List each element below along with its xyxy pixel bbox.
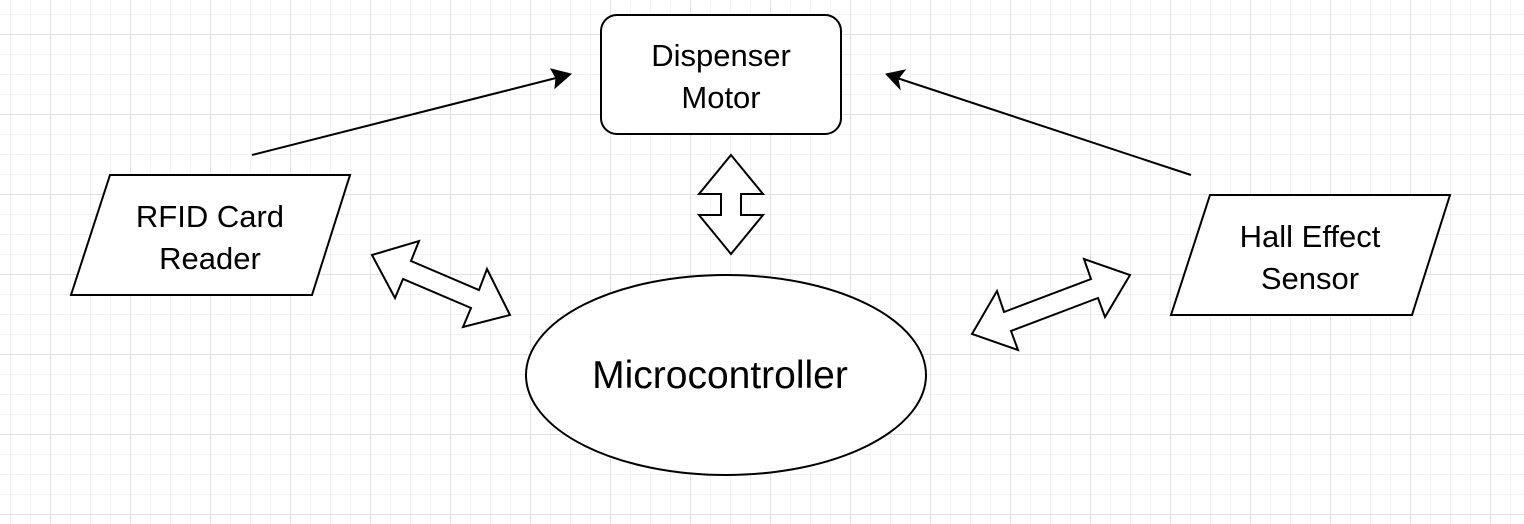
node-rfid-reader[interactable]: RFID Card Reader bbox=[69, 174, 352, 296]
node-hall-sensor[interactable]: Hall Effect Sensor bbox=[1169, 194, 1452, 316]
ellipse[interactable] bbox=[525, 274, 927, 476]
node-microcontroller[interactable]: Microcontroller bbox=[525, 274, 927, 476]
node-dispenser-motor[interactable]: Dispenser Motor bbox=[600, 14, 842, 135]
node-label-line: Hall Effect bbox=[1240, 219, 1381, 254]
bidirectional-arrow-hall-micro[interactable] bbox=[970, 257, 1132, 352]
parallelogram[interactable] bbox=[1169, 194, 1452, 316]
node-label-line: Microcontroller bbox=[592, 354, 848, 397]
connector-line[interactable] bbox=[896, 77, 1192, 176]
parallelogram[interactable] bbox=[69, 174, 352, 296]
node-label-line: Motor bbox=[681, 80, 760, 115]
edge-hall-to-motor[interactable] bbox=[885, 69, 1192, 176]
bidirectional-arrow-motor-micro[interactable] bbox=[696, 153, 766, 256]
arrowhead-icon bbox=[885, 69, 907, 91]
arrowhead-icon bbox=[550, 68, 573, 90]
connector-line[interactable] bbox=[251, 76, 561, 156]
node-label-line: Dispenser bbox=[651, 38, 791, 73]
node-label-line: Sensor bbox=[1261, 261, 1359, 296]
rounded-rectangle[interactable] bbox=[600, 14, 842, 135]
bidirectional-arrow-rfid-micro[interactable] bbox=[370, 239, 512, 329]
node-label-line: RFID Card bbox=[136, 199, 284, 234]
edge-rfid-to-motor[interactable] bbox=[251, 68, 573, 156]
node-label-line: Reader bbox=[159, 241, 261, 276]
